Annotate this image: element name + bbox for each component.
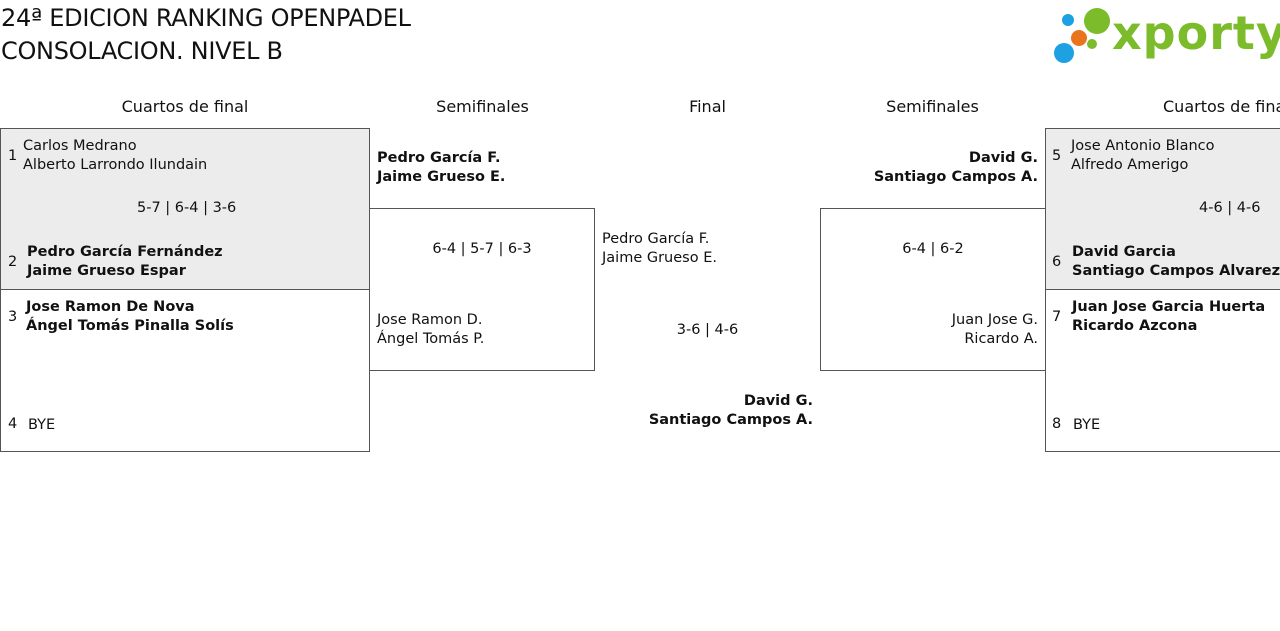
seed-number: 1	[8, 148, 18, 164]
player-name: Santiago Campos Alvarez	[1072, 263, 1280, 279]
match-score: 6-4 | 5-7 | 6-3	[432, 241, 532, 257]
player-name: Santiago Campos A.	[648, 412, 813, 428]
sf-left-winner-names: Pedro García F. Jaime Grueso E.	[377, 149, 505, 187]
player-name: Jose Ramon De Nova	[26, 299, 195, 315]
player-name: Jaime Grueso E.	[602, 250, 717, 266]
match-score: 5-7 | 6-4 | 3-6	[137, 200, 237, 216]
team-names: Jose Antonio Blanco Alfredo Amerigo	[1071, 137, 1215, 175]
final-team-names: Pedro García F. Jaime Grueso E.	[602, 230, 717, 268]
player-name: Juan Jose G.	[951, 312, 1038, 328]
winner-team-names: Juan Jose Garcia Huerta Ricardo Azcona	[1072, 298, 1265, 336]
player-name: David Garcia	[1072, 244, 1176, 260]
player-name: Jaime Grueso E.	[377, 169, 506, 185]
player-name: Ricardo Azcona	[1072, 318, 1198, 334]
player-name: David G.	[968, 150, 1038, 166]
player-name: Alfredo Amerigo	[1071, 157, 1189, 173]
winner-team-names: David Garcia Santiago Campos Alvarez	[1072, 243, 1280, 281]
match-qf3[interactable]: 5 Jose Antonio Blanco Alfredo Amerigo 4-…	[1045, 128, 1280, 290]
player-name: Ángel Tomás P.	[377, 331, 485, 347]
seed-number: 6	[1052, 254, 1062, 270]
match-qf1[interactable]: 1 Carlos Medrano Alberto Larrondo Ilunda…	[0, 128, 370, 290]
seed-number: 8	[1052, 416, 1062, 432]
bye-label: BYE	[28, 417, 56, 433]
champion-names: David G. Santiago Campos A.	[600, 392, 813, 430]
player-name: Pedro García Fernández	[27, 244, 223, 260]
title-line-2: CONSOLACION. NIVEL B	[1, 37, 283, 65]
team-names: Jose Ramon D. Ángel Tomás P.	[377, 311, 484, 349]
seed-number: 3	[8, 309, 18, 325]
player-name: David G.	[743, 393, 813, 409]
seed-number: 4	[8, 416, 18, 432]
match-sf-right[interactable]: 6-4 | 6-2 Juan Jose G. Ricardo A.	[820, 208, 1046, 371]
title-line-1: 24ª EDICION RANKING OPENPADEL	[1, 4, 411, 32]
seed-number: 2	[8, 254, 18, 270]
round-header-qf-left: Cuartos de final	[121, 97, 249, 116]
match-sf-left[interactable]: 6-4 | 5-7 | 6-3 Jose Ramon D. Ángel Tomá…	[369, 208, 595, 371]
seed-number: 5	[1052, 148, 1062, 164]
player-name: Ricardo A.	[964, 331, 1038, 347]
bye-label: BYE	[1073, 417, 1101, 433]
match-score: 4-6 | 4-6	[1199, 200, 1261, 216]
match-qf2[interactable]: 3 Jose Ramon De Nova Ángel Tomás Pinalla…	[0, 289, 370, 452]
logo-dots-icon	[1054, 8, 1110, 63]
match-score: 6-4 | 6-2	[902, 241, 964, 257]
logo-text: xporty	[1112, 6, 1280, 60]
player-name: Ángel Tomás Pinalla Solís	[26, 318, 234, 334]
round-header-qf-right: Cuartos de final	[1163, 97, 1280, 116]
player-name: Jose Antonio Blanco	[1071, 138, 1215, 154]
player-name: Pedro García F.	[602, 231, 710, 247]
match-qf4[interactable]: 7 Juan Jose Garcia Huerta Ricardo Azcona…	[1045, 289, 1280, 452]
winner-team-names: Jose Ramon De Nova Ángel Tomás Pinalla S…	[26, 298, 234, 336]
player-name: Santiago Campos A.	[873, 169, 1038, 185]
round-header-sf-right: Semifinales	[886, 97, 979, 116]
player-name: Carlos Medrano	[23, 138, 137, 154]
player-name: Jose Ramon D.	[377, 312, 483, 328]
xporty-logo: xporty	[1050, 4, 1280, 68]
round-header-final: Final	[689, 97, 726, 116]
round-header-sf-left: Semifinales	[436, 97, 529, 116]
player-name: Pedro García F.	[377, 150, 501, 166]
player-name: Jaime Grueso Espar	[27, 263, 186, 279]
winner-team-names: Pedro García Fernández Jaime Grueso Espa…	[27, 243, 223, 281]
team-names: Carlos Medrano Alberto Larrondo Ilundain	[23, 137, 207, 175]
sf-right-winner-names: David G. Santiago Campos A.	[820, 149, 1038, 187]
player-name: Alberto Larrondo Ilundain	[23, 157, 208, 173]
page-title: 24ª EDICION RANKING OPENPADEL CONSOLACIO…	[1, 2, 411, 68]
team-names: Juan Jose G. Ricardo A.	[821, 311, 1038, 349]
seed-number: 7	[1052, 309, 1062, 325]
player-name: Juan Jose Garcia Huerta	[1072, 299, 1266, 315]
final-score: 3-6 | 4-6	[676, 322, 739, 338]
